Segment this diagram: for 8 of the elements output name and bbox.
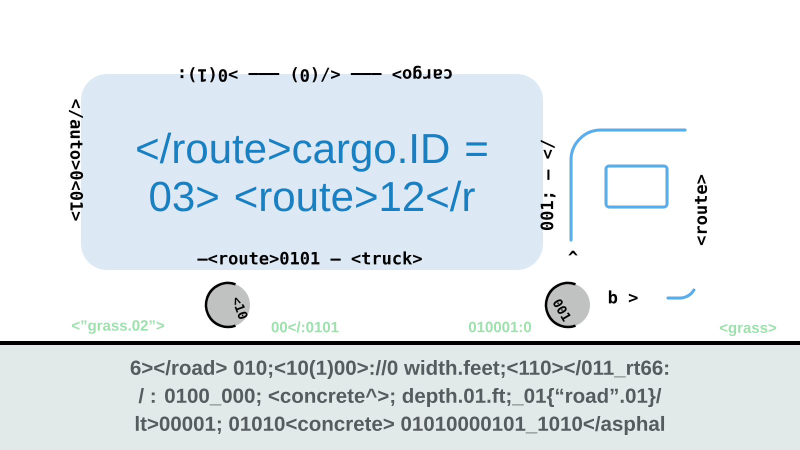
code-text: <route> xyxy=(694,174,708,246)
code-text: ^ xyxy=(568,250,578,256)
road-band: 6></road> 010;<10(1)00>://0 width.feet;<110></011_rt66: / : 0100_000; <concrete^>; depth.01.ft;_01{“road”.01}/ lt>00001; 01010<concrete> 01010000101_1010</asphal xyxy=(0,345,800,450)
wheel-text: <10 xyxy=(234,297,248,319)
code-text: 001; — </ xyxy=(540,140,556,230)
code-text: </auto>0<01> xyxy=(68,99,84,221)
code-text: —<route>0101 — <truck> xyxy=(197,251,422,265)
code-text: b > xyxy=(608,290,638,304)
